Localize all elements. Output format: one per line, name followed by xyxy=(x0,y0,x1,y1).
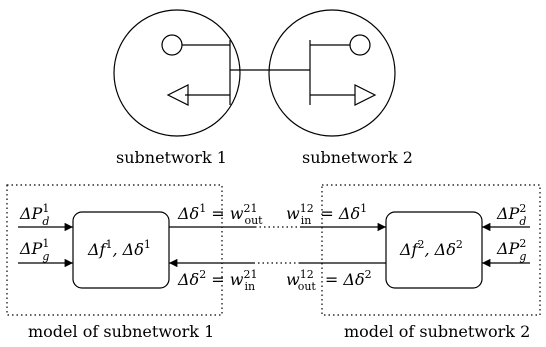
model-1-label: model of subnetwork 1 xyxy=(28,322,214,341)
load-icon xyxy=(354,84,377,106)
model-2-boundary xyxy=(321,184,541,316)
model-2-block xyxy=(385,211,483,289)
subnetwork-2-label: subnetwork 2 xyxy=(302,148,413,167)
model-1-boundary xyxy=(6,184,223,316)
subnetwork-1-diagram xyxy=(113,9,241,137)
subnetwork-1-label: subnetwork 1 xyxy=(116,148,227,167)
load-icon xyxy=(166,84,189,106)
model-1-state: Δf1, Δδ1 xyxy=(87,238,151,259)
subnetwork-2-diagram xyxy=(268,9,396,137)
generator-icon xyxy=(161,34,183,56)
model-1-block xyxy=(72,211,170,289)
subnetwork-2-circle xyxy=(268,9,396,137)
model-2-state: Δf2, Δδ2 xyxy=(399,238,463,259)
generator-icon xyxy=(349,34,371,56)
subnetwork-1-circle xyxy=(113,9,241,137)
model-2-label: model of subnetwork 2 xyxy=(344,322,530,341)
